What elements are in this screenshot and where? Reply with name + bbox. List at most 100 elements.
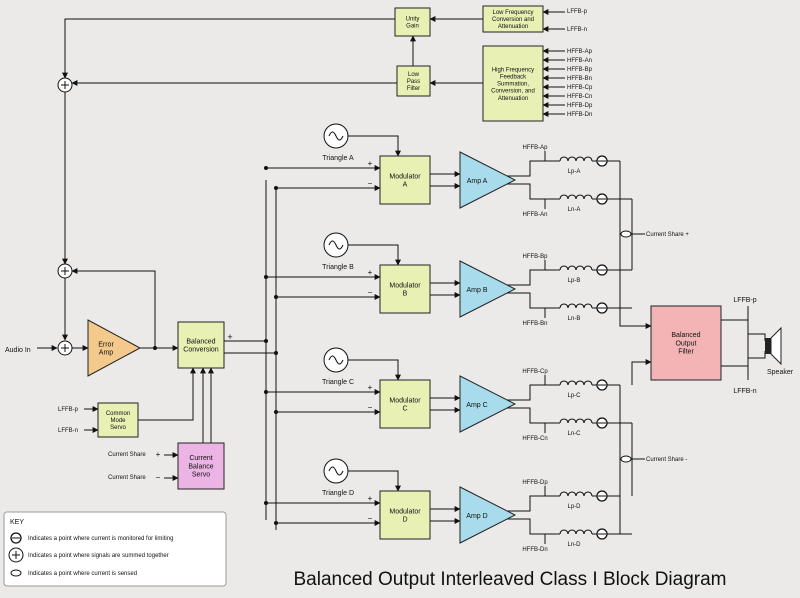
common-mode-servo-block-label: Mode bbox=[110, 418, 126, 424]
hffb-tap-label: HFFB-Bn bbox=[522, 321, 547, 327]
balanced-output-filter-block-label: Output bbox=[675, 340, 696, 347]
output-label: LFFB-p bbox=[733, 297, 756, 304]
current-sense-node bbox=[620, 455, 632, 463]
cm-input-label: LFFB-p bbox=[58, 407, 79, 413]
balanced-output-filter-block-label: Balanced bbox=[671, 332, 700, 339]
hf-summation-block-label: High Frequency bbox=[492, 67, 534, 73]
error-amp-triangle bbox=[87, 319, 142, 377]
amp-triangle-0 bbox=[459, 151, 517, 209]
modulator-block-0 bbox=[379, 155, 431, 205]
hf-summation-block bbox=[482, 45, 544, 122]
key-item-label: Indicates a point where signals are summ… bbox=[28, 553, 169, 559]
plus-sign: + bbox=[227, 332, 232, 342]
output-label: LFFB-n bbox=[733, 388, 756, 395]
plus-sign: + bbox=[368, 383, 373, 392]
current-balance-servo-block-label: Balance bbox=[188, 463, 213, 470]
inductor-label: Lp-D bbox=[567, 504, 581, 510]
audio-in-label: Audio In bbox=[5, 347, 31, 354]
modulator-block-2-label: Modulator bbox=[389, 397, 421, 404]
modulator-block-0-label: A bbox=[403, 182, 408, 189]
inductor-icon bbox=[559, 156, 593, 162]
modulator-block-3-label: D bbox=[402, 517, 407, 524]
modulator-block-1-label: B bbox=[403, 291, 408, 298]
low-pass-filter-block-label: Pass bbox=[407, 79, 420, 85]
balanced-output-filter-block bbox=[650, 305, 722, 381]
shapes bbox=[3, 5, 782, 587]
wire bbox=[506, 384, 560, 401]
plus-sign: + bbox=[368, 268, 373, 277]
junction-dot bbox=[264, 166, 268, 170]
hf-summation-block-label: Summation, bbox=[497, 82, 529, 88]
inductor-icon bbox=[559, 194, 593, 200]
inductor-label: Lp-A bbox=[568, 169, 581, 175]
minus-sign: − bbox=[368, 403, 373, 412]
modulator-block-1 bbox=[379, 264, 431, 314]
hf-input-label: HFFB-Ap bbox=[567, 49, 593, 55]
minus-sign: − bbox=[368, 288, 373, 297]
inductor-label: Ln-C bbox=[567, 431, 581, 437]
lf-conversion-block bbox=[482, 5, 544, 33]
error-amp-label: Error bbox=[98, 341, 114, 348]
wire bbox=[748, 333, 766, 341]
amp-triangle-1 bbox=[459, 260, 517, 318]
balanced-conversion-block bbox=[177, 321, 225, 369]
plus-sign: + bbox=[368, 494, 373, 503]
amp-label: Amp D bbox=[466, 513, 487, 520]
diagram-title: Balanced Output Interleaved Class I Bloc… bbox=[294, 569, 727, 590]
inductor-icon bbox=[559, 529, 593, 535]
amp-label: Amp A bbox=[467, 178, 488, 185]
low-pass-filter-block bbox=[396, 65, 431, 97]
hf-input-label: HFFB-Dp bbox=[567, 103, 593, 109]
wire bbox=[348, 135, 401, 157]
amp-triangle-2 bbox=[459, 375, 517, 433]
hf-input-label: HFFB-Cn bbox=[567, 94, 592, 100]
wire bbox=[62, 18, 395, 79]
plus-sign: + bbox=[156, 450, 161, 459]
unity-gain-block-label: Gain bbox=[406, 24, 419, 30]
key-sense-icon bbox=[10, 569, 22, 577]
speaker-label: Speaker bbox=[767, 369, 794, 376]
junction-dot bbox=[264, 275, 268, 279]
hffb-tap-label: HFFB-Dp bbox=[522, 480, 548, 486]
junction-dot bbox=[153, 346, 157, 350]
modulator-block-1-label: Modulator bbox=[389, 282, 421, 289]
hf-summation-block-label: Feedback bbox=[500, 75, 527, 81]
cb-input-label: Current Share bbox=[108, 475, 146, 481]
inductor-label: Lp-B bbox=[568, 278, 581, 284]
modulator-block-2 bbox=[379, 379, 431, 429]
modulator-block-3 bbox=[379, 490, 431, 540]
common-mode-servo-block bbox=[97, 402, 139, 438]
unity-gain-block bbox=[394, 7, 431, 37]
common-mode-servo-block-label: Servo bbox=[110, 425, 126, 431]
cb-input-label: Current Share bbox=[108, 452, 146, 458]
inductor-icon bbox=[559, 380, 593, 386]
wire bbox=[506, 407, 560, 424]
junction-dot bbox=[274, 410, 278, 414]
sine-wave-icon bbox=[328, 240, 344, 250]
triangle-label: Triangle B bbox=[322, 264, 354, 271]
wire bbox=[506, 269, 560, 286]
speaker-icon bbox=[770, 326, 782, 366]
current-share-label: Current Share - bbox=[646, 457, 687, 463]
common-mode-servo-block-label: Common bbox=[106, 411, 130, 417]
wire bbox=[348, 359, 401, 381]
junction-dot bbox=[274, 351, 278, 355]
inductor-label: Ln-B bbox=[568, 316, 581, 322]
low-pass-filter-block-label: Low bbox=[408, 72, 420, 78]
wire bbox=[631, 359, 652, 385]
wire bbox=[506, 518, 560, 535]
junction-dot bbox=[274, 521, 278, 525]
lf-input-label: LFFB-n bbox=[567, 27, 587, 33]
sine-wave-icon bbox=[328, 355, 344, 365]
cm-input-label: LFFB-n bbox=[58, 428, 78, 434]
wire bbox=[348, 244, 401, 266]
inductor-icon bbox=[559, 265, 593, 271]
modulator-block-2-label: C bbox=[402, 406, 407, 413]
inductor-icon bbox=[559, 418, 593, 424]
minus-sign: − bbox=[368, 179, 373, 188]
key-title: KEY bbox=[10, 519, 24, 526]
minus-sign: − bbox=[156, 473, 161, 482]
wire bbox=[506, 160, 560, 177]
wire bbox=[138, 367, 196, 421]
